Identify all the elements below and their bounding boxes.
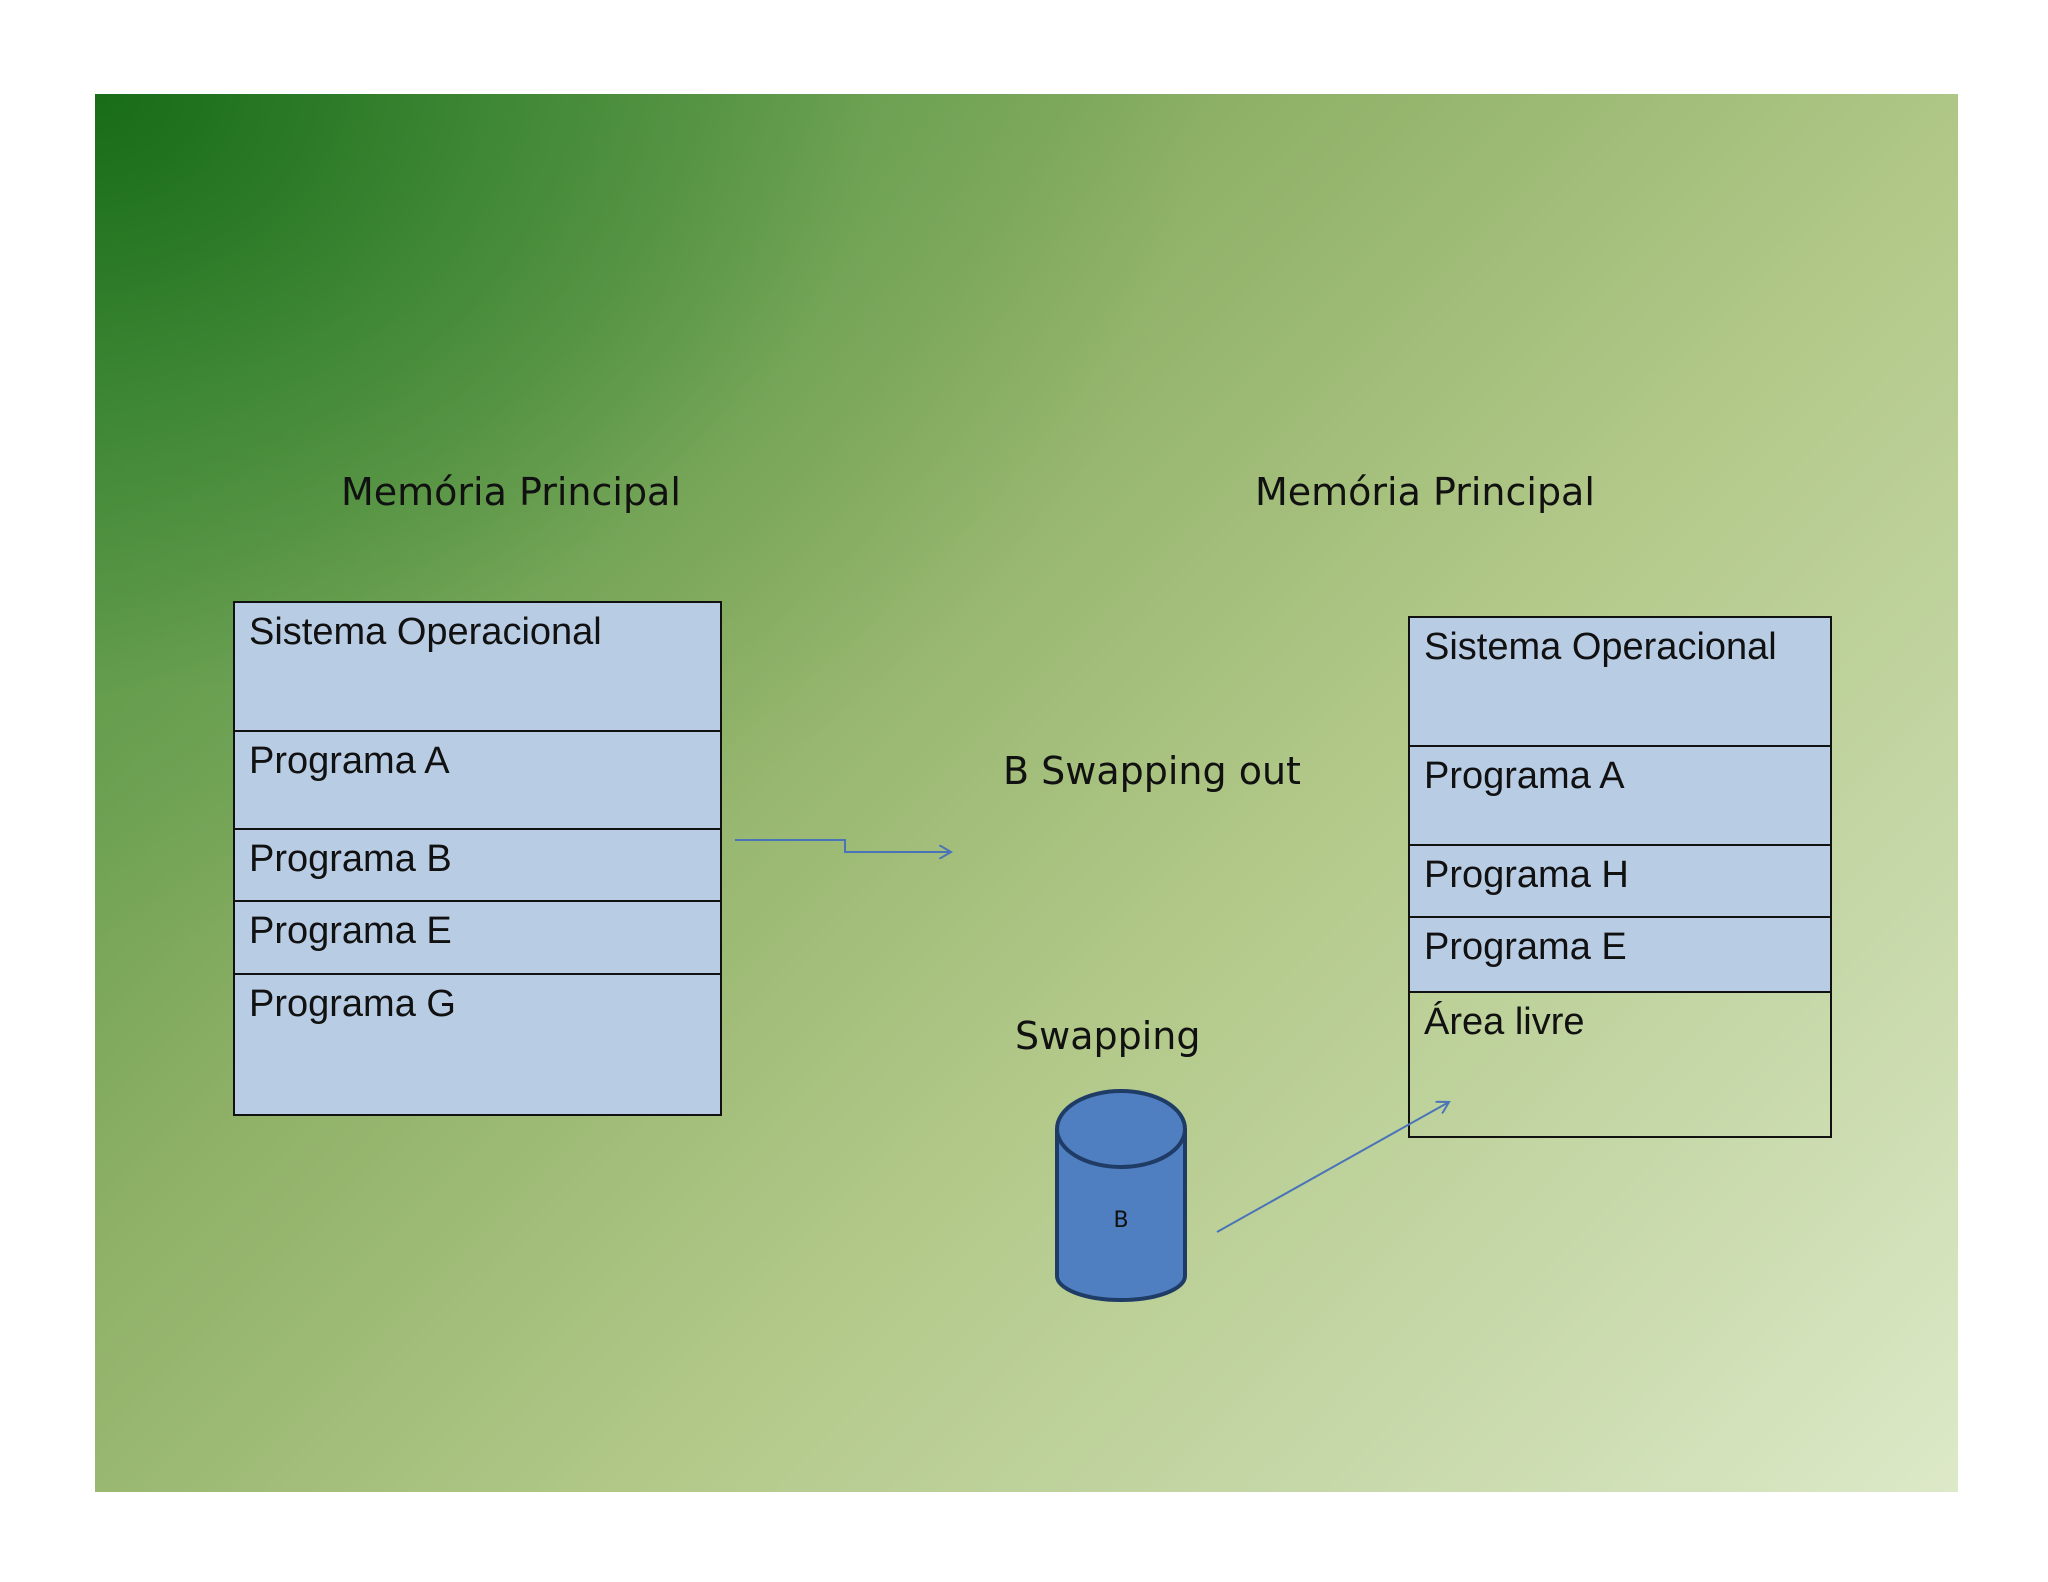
left-segment-programa-b: Programa B [235, 828, 720, 901]
right-memory-title: Memória Principal [1255, 470, 1595, 514]
right-memory-block: Sistema Operacional Programa A Programa … [1408, 616, 1832, 1138]
right-segment-programa-e: Programa E [1410, 916, 1830, 992]
swap-out-arrow [735, 839, 951, 852]
disk-icon: B [1055, 1089, 1187, 1302]
right-segment-programa-h: Programa H [1410, 844, 1830, 917]
disk-label: B [1113, 1208, 1128, 1233]
swap-out-label: B Swapping out [1003, 749, 1301, 793]
right-segment-area-livre: Área livre [1410, 991, 1830, 1136]
left-segment-so: Sistema Operacional [235, 603, 720, 731]
left-segment-programa-g: Programa G [235, 973, 720, 1114]
left-segment-programa-a: Programa A [235, 730, 720, 829]
swap-in-arrow [1216, 1102, 1449, 1233]
left-memory-title: Memória Principal [341, 470, 681, 514]
left-segment-programa-e: Programa E [235, 900, 720, 974]
right-segment-programa-a: Programa A [1410, 745, 1830, 845]
slide: Memória Principal Sistema Operacional Pr… [95, 94, 1958, 1492]
diagram-overlay: B [735, 839, 1958, 1302]
swapping-label: Swapping [1015, 1014, 1201, 1058]
left-memory-block: Sistema Operacional Programa A Programa … [233, 601, 722, 1116]
right-segment-so: Sistema Operacional [1410, 618, 1830, 746]
